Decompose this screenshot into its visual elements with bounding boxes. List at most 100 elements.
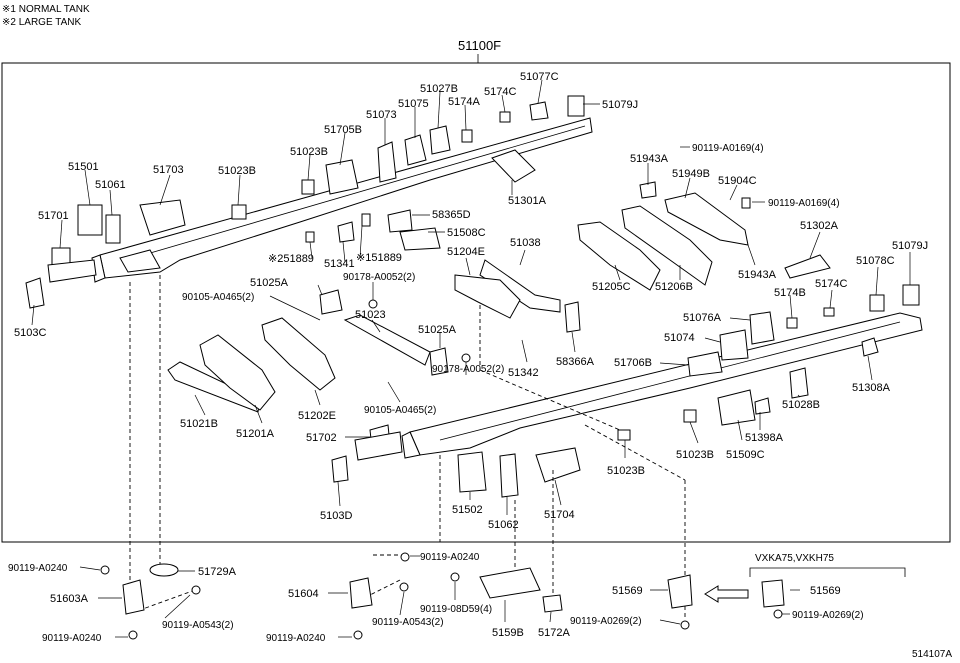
assembly-frame: [1, 62, 951, 543]
arrow-icon: [704, 585, 749, 603]
label-51502[interactable]: 51502: [452, 504, 483, 516]
variant-box: VXKA75,VXKH75: [704, 553, 906, 603]
label-51023B-4[interactable]: 51023B: [607, 465, 645, 477]
label-90119-A0240-2[interactable]: 90119-A0240: [42, 633, 102, 644]
label-51943A-1[interactable]: 51943A: [630, 153, 669, 165]
label-51706B[interactable]: 51706B: [614, 357, 652, 369]
crossmember-51204E: [454, 274, 521, 319]
crossmember-51202E: [261, 317, 336, 391]
label-51028B[interactable]: 51028B: [782, 399, 820, 411]
label-90119-A0169-1[interactable]: 90119-A0169(4): [692, 143, 764, 154]
crossmember-51201A: [199, 334, 276, 411]
label-51023B-2[interactable]: 51023B: [290, 146, 328, 158]
label-51603A[interactable]: 51603A: [50, 593, 89, 605]
label-90119-A0543-2[interactable]: 90119-A0543(2): [372, 617, 444, 628]
label-51949B[interactable]: 51949B: [672, 168, 710, 180]
crossmember-51205C: [577, 221, 661, 291]
label-90119-A0240-3[interactable]: 90119-A0240: [420, 552, 480, 563]
label-51023[interactable]: 51023: [355, 309, 386, 321]
label-51025A-1[interactable]: 51025A: [250, 277, 289, 289]
label-51038[interactable]: 51038: [510, 237, 541, 249]
label-51079J-1[interactable]: 51079J: [602, 99, 638, 111]
label-5103D[interactable]: 5103D: [320, 510, 352, 522]
diagram-code: 514107A: [912, 649, 952, 660]
label-51703[interactable]: 51703: [153, 164, 184, 176]
label-51021B[interactable]: 51021B: [180, 418, 218, 430]
label-51308A[interactable]: 51308A: [852, 382, 891, 394]
label-51702[interactable]: 51702: [306, 432, 337, 444]
label-5174C-2[interactable]: 5174C: [815, 278, 847, 290]
label-5172A[interactable]: 5172A: [538, 627, 570, 639]
label-90105-A0465-1[interactable]: 90105-A0465(2): [182, 292, 254, 303]
label-5159B[interactable]: 5159B: [492, 627, 524, 639]
part-labels: 51501 51061 51703 51023B 51701 5103C 510…: [8, 71, 928, 644]
label-51023B-1[interactable]: 51023B: [218, 165, 256, 177]
label-51075[interactable]: 51075: [398, 98, 429, 110]
frame-rail-lower: [401, 312, 923, 459]
label-51073[interactable]: 51073: [366, 109, 397, 121]
label-51904C[interactable]: 51904C: [718, 175, 757, 187]
variant-label: VXKA75,VXKH75: [755, 553, 834, 564]
label-51025A-2[interactable]: 51025A: [418, 324, 457, 336]
label-51508C[interactable]: 51508C: [447, 227, 486, 239]
label-90119-A0269-1[interactable]: 90119-A0269(2): [570, 616, 642, 627]
note-normal-tank: ※1 NORMAL TANK: [2, 4, 90, 15]
label-51023B-3[interactable]: 51023B: [676, 449, 714, 461]
label-90178-A0052-2[interactable]: 90178-A0052(2): [432, 364, 504, 375]
assembly-label: 51100F: [458, 38, 501, 53]
leader-lines: [31, 79, 911, 638]
label-58366A[interactable]: 58366A: [556, 356, 595, 368]
label-51302A[interactable]: 51302A: [800, 220, 839, 232]
label-51079J-2[interactable]: 51079J: [892, 240, 928, 252]
label-58365D[interactable]: 58365D: [432, 209, 471, 221]
label-51398A[interactable]: 51398A: [745, 432, 784, 444]
crossmember-51206B: [621, 205, 713, 286]
label-51342[interactable]: 51342: [508, 367, 539, 379]
note-large-tank: ※2 LARGE TANK: [2, 17, 81, 28]
label-51062[interactable]: 51062: [488, 519, 519, 531]
label-90105-A0465-2[interactable]: 90105-A0465(2): [364, 405, 436, 416]
label-51569-2[interactable]: 51569: [810, 585, 841, 597]
label-5103C[interactable]: 5103C: [14, 327, 46, 339]
label-51341[interactable]: 51341: [324, 258, 355, 270]
label-5174A[interactable]: 5174A: [448, 96, 480, 108]
label-51061[interactable]: 51061: [95, 179, 126, 191]
label-51569-1[interactable]: 51569: [612, 585, 643, 597]
label-5174B[interactable]: 5174B: [774, 287, 806, 299]
label-51729A[interactable]: 51729A: [198, 566, 237, 578]
label-51509C[interactable]: 51509C: [726, 449, 765, 461]
label-51202E[interactable]: 51202E: [298, 410, 336, 422]
bracket-shapes: [25, 95, 920, 498]
crossmember-51038: [479, 259, 561, 313]
label-51027B[interactable]: 51027B: [420, 83, 458, 95]
label-51604[interactable]: 51604: [288, 588, 319, 600]
label-51206B[interactable]: 51206B: [655, 281, 693, 293]
label-51205C[interactable]: 51205C: [592, 281, 631, 293]
label-51889-normal[interactable]: ※151889: [356, 252, 402, 264]
label-5174C-1[interactable]: 5174C: [484, 86, 516, 98]
label-51943A-2[interactable]: 51943A: [738, 269, 777, 281]
reference-lines: [129, 275, 686, 620]
label-90119-A0240-4[interactable]: 90119-A0240: [266, 633, 326, 644]
label-51501[interactable]: 51501: [68, 161, 99, 173]
label-51889-large[interactable]: ※251889: [268, 253, 314, 265]
label-51301A[interactable]: 51301A: [508, 195, 547, 207]
label-51204E[interactable]: 51204E: [447, 246, 485, 258]
label-90119-08D59[interactable]: 90119-08D59(4): [420, 604, 492, 615]
label-51701[interactable]: 51701: [38, 210, 69, 222]
label-51077C[interactable]: 51077C: [520, 71, 559, 83]
label-90178-A0052-1[interactable]: 90178-A0052(2): [343, 272, 415, 283]
label-90119-A0240-1[interactable]: 90119-A0240: [8, 563, 68, 574]
label-51076A[interactable]: 51076A: [683, 312, 722, 324]
label-51201A[interactable]: 51201A: [236, 428, 275, 440]
bottom-parts: [100, 552, 785, 640]
label-51705B[interactable]: 51705B: [324, 124, 362, 136]
label-90119-A0543-1[interactable]: 90119-A0543(2): [162, 620, 234, 631]
label-51704[interactable]: 51704: [544, 509, 575, 521]
label-51078C[interactable]: 51078C: [856, 255, 895, 267]
label-51074[interactable]: 51074: [664, 332, 695, 344]
crossmember-51023: [343, 314, 431, 366]
label-90119-A0169-2[interactable]: 90119-A0169(4): [768, 198, 840, 209]
label-90119-A0269-2[interactable]: 90119-A0269(2): [792, 610, 864, 621]
